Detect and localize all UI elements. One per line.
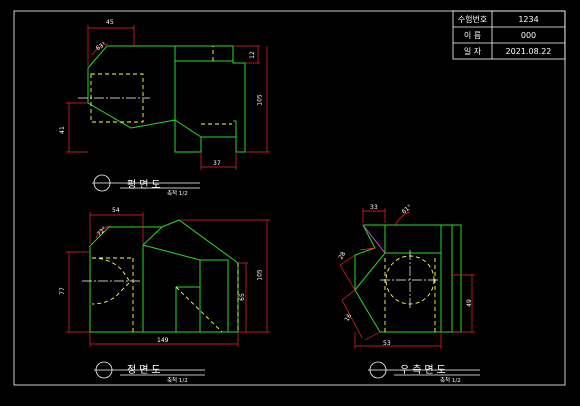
plan-view-scale: 축척 1/2 bbox=[167, 191, 188, 197]
tb-label-date: 일 자 bbox=[463, 46, 482, 56]
right-dim-33: 33 bbox=[370, 204, 378, 211]
front-dimension-lines bbox=[66, 212, 270, 347]
right-cut-line bbox=[362, 224, 386, 254]
front-title-symbol bbox=[94, 361, 205, 379]
tb-value-exam-number: 1234 bbox=[518, 14, 539, 24]
right-dim-53: 53 bbox=[383, 340, 391, 347]
plan-hidden-lines bbox=[90, 46, 232, 125]
right-view-title: 우측면도 bbox=[400, 365, 449, 376]
right-view-scale: 축척 1/2 bbox=[440, 378, 461, 384]
title-block bbox=[452, 10, 566, 60]
plan-dim-45: 45 bbox=[106, 19, 114, 26]
plan-dim-37: 37 bbox=[213, 160, 221, 167]
plan-dim-41: 41 bbox=[58, 126, 66, 134]
plan-dim-105: 105 bbox=[256, 94, 264, 106]
front-view bbox=[66, 212, 270, 379]
front-dim-65: 65 bbox=[238, 293, 246, 301]
plan-view-title: 평면도 bbox=[127, 180, 164, 191]
right-dimension-lines bbox=[339, 208, 475, 349]
tb-label-name: 이 름 bbox=[463, 30, 482, 40]
right-view bbox=[339, 208, 480, 379]
front-view-scale: 축척 1/2 bbox=[167, 378, 188, 384]
front-dim-105: 105 bbox=[256, 269, 264, 281]
tb-value-date: 2021.08.22 bbox=[505, 46, 552, 56]
tb-value-name: 000 bbox=[520, 30, 537, 40]
front-object-lines bbox=[89, 219, 239, 333]
front-dim-149: 149 bbox=[157, 337, 169, 344]
front-dim-77: 77 bbox=[58, 287, 66, 295]
plan-view bbox=[66, 25, 270, 192]
plan-dim-12: 12 bbox=[248, 51, 256, 59]
plan-dimension-lines bbox=[66, 25, 270, 170]
right-object-lines bbox=[354, 224, 462, 333]
plan-object-lines bbox=[87, 45, 246, 153]
right-title-symbol bbox=[368, 361, 480, 379]
drawing-border bbox=[13, 10, 566, 386]
plan-title-symbol bbox=[92, 174, 200, 192]
right-center-lines bbox=[380, 250, 440, 310]
right-dim-49: 49 bbox=[465, 299, 473, 307]
front-view-title: 정면도 bbox=[127, 365, 164, 376]
front-hidden-lines bbox=[91, 257, 239, 333]
tb-label-exam-number: 수험번호 bbox=[457, 14, 488, 24]
front-dim-54: 54 bbox=[112, 207, 120, 214]
